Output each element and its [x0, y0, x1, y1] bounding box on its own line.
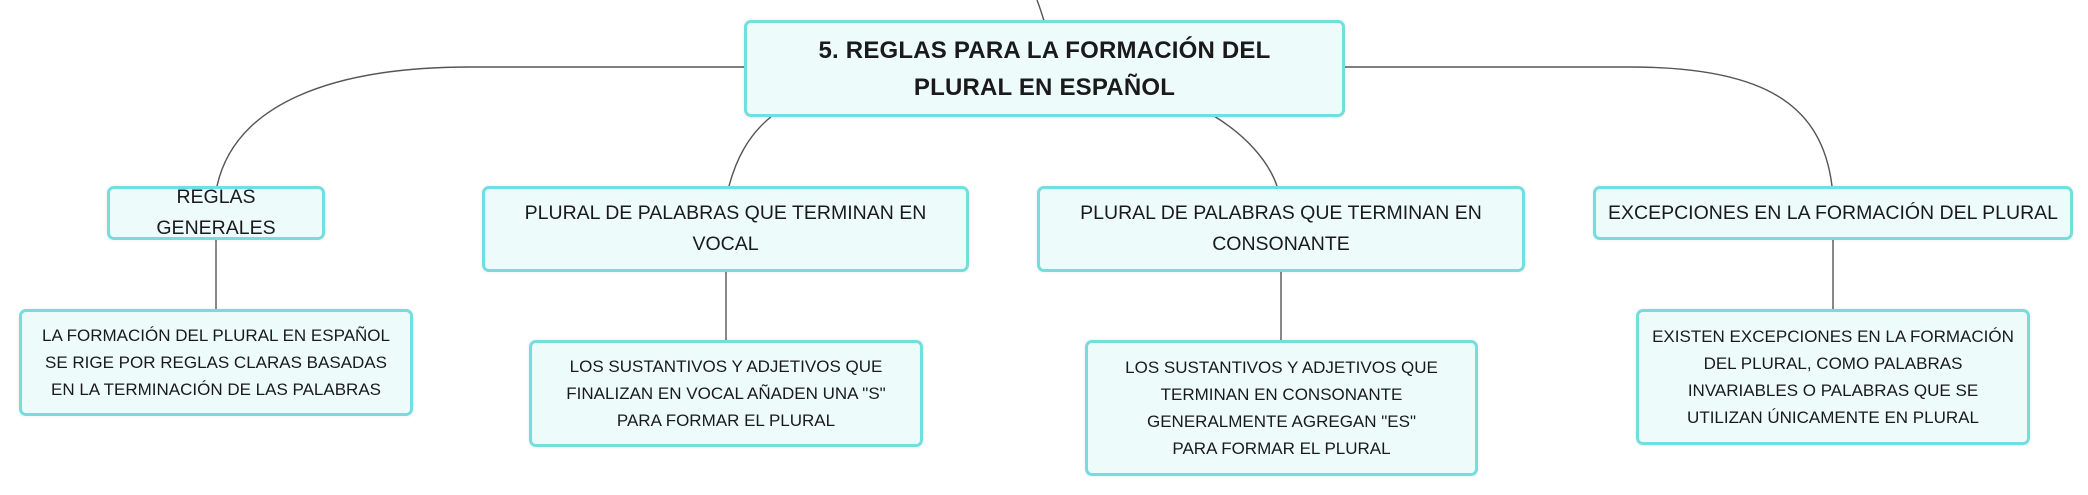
- subtopic-terminan-en-consonante-detail[interactable]: LOS SUSTANTIVOS Y ADJETIVOS QUE TERMINAN…: [1085, 340, 1478, 476]
- subtopic-terminan-en-vocal-detail-text: LOS SUSTANTIVOS Y ADJETIVOS QUE FINALIZA…: [566, 357, 886, 430]
- topic-excepciones[interactable]: EXCEPCIONES EN LA FORMACIÓN DEL PLURAL: [1593, 186, 2073, 240]
- connector-root-to-excepciones: [1344, 66, 1833, 187]
- subtopic-terminan-en-consonante-detail-text: LOS SUSTANTIVOS Y ADJETIVOS QUE TERMINAN…: [1125, 358, 1438, 458]
- subtopic-excepciones-detail-text: EXISTEN EXCEPCIONES EN LA FORMACIÓN DEL …: [1652, 327, 2014, 427]
- central-topic-label: 5. REGLAS PARA LA FORMACIÓN DEL PLURAL E…: [818, 36, 1271, 101]
- topic-terminan-en-vocal-label: PLURAL DE PALABRAS QUE TERMINAN EN VOCAL: [524, 202, 927, 255]
- subtopic-terminan-en-vocal-detail[interactable]: LOS SUSTANTIVOS Y ADJETIVOS QUE FINALIZA…: [529, 340, 923, 447]
- topic-terminan-en-consonante-label: PLURAL DE PALABRAS QUE TERMINAN EN CONSO…: [1080, 202, 1482, 255]
- topic-excepciones-label: EXCEPCIONES EN LA FORMACIÓN DEL PLURAL: [1607, 201, 2059, 224]
- subtopic-reglas-generales-detail[interactable]: LA FORMACIÓN DEL PLURAL EN ESPAÑOL SE RI…: [19, 309, 413, 416]
- connector-root-to-terminan-en-vocal: [728, 115, 773, 187]
- topic-reglas-generales[interactable]: REGLAS GENERALES: [107, 186, 325, 240]
- connector-parent-to-root: [1036, 0, 1045, 22]
- subtopic-excepciones-detail[interactable]: EXISTEN EXCEPCIONES EN LA FORMACIÓN DEL …: [1636, 309, 2030, 445]
- topic-terminan-en-consonante[interactable]: PLURAL DE PALABRAS QUE TERMINAN EN CONSO…: [1037, 186, 1525, 272]
- topic-terminan-en-vocal[interactable]: PLURAL DE PALABRAS QUE TERMINAN EN VOCAL: [482, 186, 969, 272]
- central-topic[interactable]: 5. REGLAS PARA LA FORMACIÓN DEL PLURAL E…: [744, 20, 1345, 117]
- subtopic-reglas-generales-detail-text: LA FORMACIÓN DEL PLURAL EN ESPAÑOL SE RI…: [42, 326, 390, 399]
- connector-root-to-terminan-en-consonante: [1213, 115, 1278, 187]
- connector-root-to-reglas-generales: [216, 66, 746, 187]
- topic-reglas-generales-label: REGLAS GENERALES: [156, 186, 276, 239]
